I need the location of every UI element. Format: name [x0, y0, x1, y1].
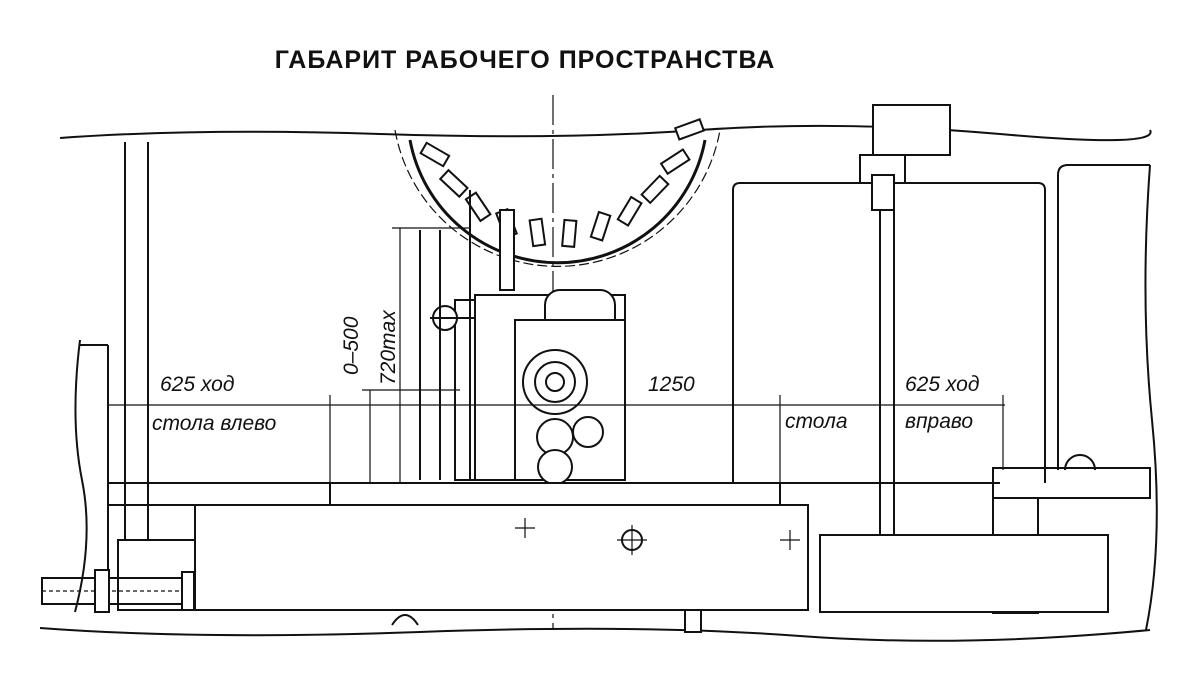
- dimension-lines: [108, 227, 1005, 505]
- left-travel-desc-label: стола влево: [152, 412, 277, 435]
- right-column: [732, 104, 1151, 614]
- left-travel-label: 625 ход: [160, 373, 234, 396]
- drawing-title: ГАБАРИТ РАБОЧЕГО ПРОСТРАНСТВА: [275, 46, 776, 74]
- cutter-tooth: [438, 168, 469, 199]
- machine-table: [108, 482, 1109, 633]
- right-travel-desc-2-label: вправо: [905, 410, 973, 433]
- cutter-tooth: [673, 118, 706, 141]
- top-break-line: [59, 124, 1152, 142]
- cutter-tooth: [528, 217, 547, 248]
- right-travel-desc-1-label: стола: [785, 410, 848, 433]
- cutter-tooth: [419, 141, 451, 168]
- cutter-tooth: [616, 195, 643, 227]
- left-column: [80, 142, 149, 610]
- cutter-tooth: [589, 210, 612, 242]
- cutter-tooth: [659, 148, 691, 176]
- bottom-break-line: [39, 627, 1151, 642]
- left-break-line: [74, 339, 88, 613]
- spindle-head: [419, 190, 626, 485]
- table-length-label: 1250: [648, 373, 695, 396]
- milling-cutter: [394, 118, 721, 291]
- vertical-max-label: 720max: [377, 309, 400, 385]
- lead-screw: [41, 569, 195, 613]
- cutter-tooth: [561, 218, 578, 248]
- vertical-range-label: 0–500: [340, 316, 363, 375]
- cutter-tooth: [640, 174, 670, 205]
- right-break-line: [1144, 164, 1158, 631]
- right-travel-label: 625 ход: [905, 373, 979, 396]
